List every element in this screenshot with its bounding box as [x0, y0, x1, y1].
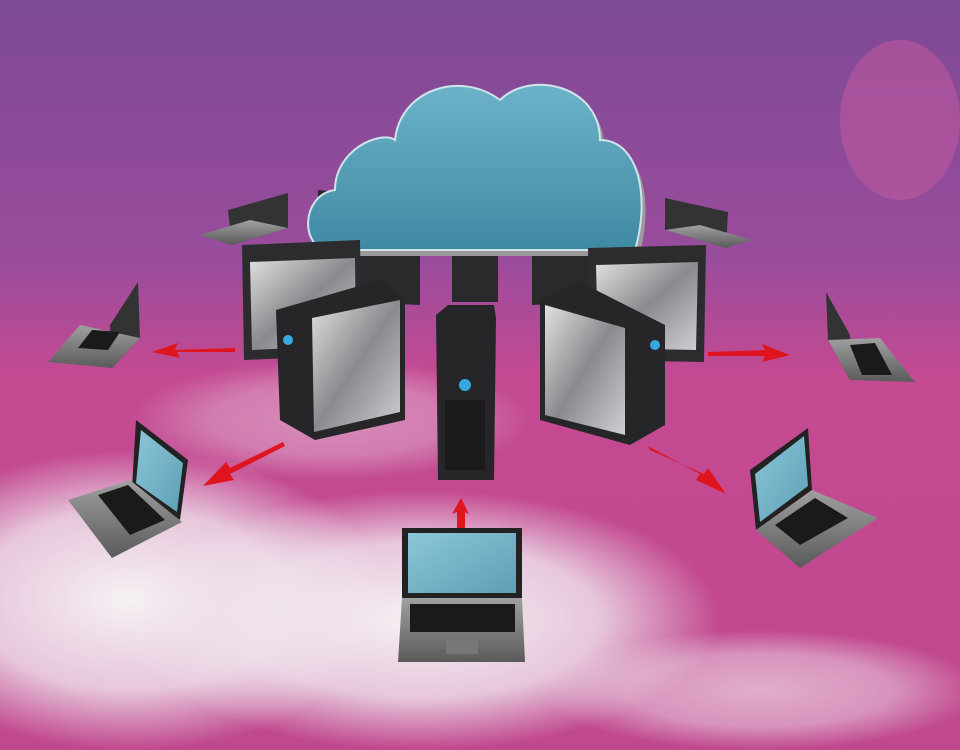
server-front-left: [276, 280, 405, 440]
arrow-left-icon: [152, 343, 235, 358]
laptop-right: [826, 292, 915, 382]
arrows: [152, 343, 790, 530]
mist-clouds: [0, 40, 960, 750]
arrow-down-right-icon: [648, 446, 726, 494]
laptop-back-left: [200, 193, 288, 245]
laptop-left: [48, 282, 140, 368]
arrow-right-icon: [708, 344, 790, 362]
laptop-back-right: [665, 198, 752, 248]
arrow-up-icon: [452, 498, 469, 530]
arrow-down-left-icon: [203, 442, 285, 486]
laptop-front-left: [68, 420, 188, 558]
server-front-right: [540, 282, 665, 445]
laptop-front-center: [398, 528, 525, 662]
laptop-front-right: [750, 428, 878, 568]
server-front-center: [436, 305, 496, 480]
cloud-icon: [307, 83, 646, 256]
